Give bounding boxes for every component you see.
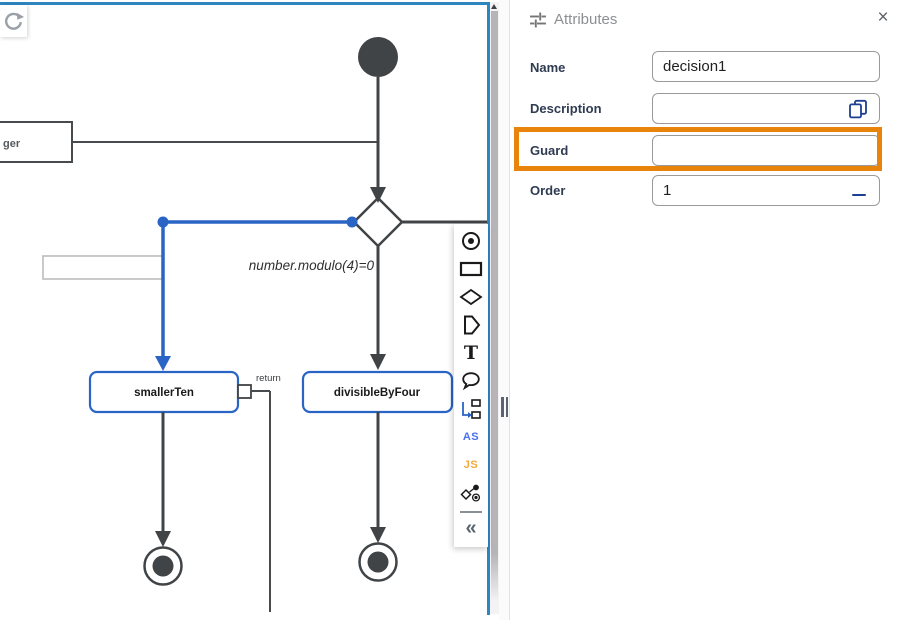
splitter-drag-handle-icon[interactable] [501,397,509,417]
arrowhead-left-end [155,531,171,547]
end-node-right[interactable] [358,542,398,582]
collapse-icon: « [465,516,477,539]
palette-end-node-tool[interactable] [454,227,488,255]
close-icon[interactable]: × [877,7,889,28]
selected-edge-arrowhead [155,356,171,371]
palette-comment-tool[interactable] [454,367,488,395]
selected-edge[interactable] [161,220,352,357]
palette-fork-copy-tool[interactable] [454,395,488,423]
comment-icon [462,372,480,391]
palette-pentagon-tool[interactable] [454,311,488,339]
palette-as-script-tool[interactable]: AS [454,423,488,451]
palette-text-tool[interactable]: T [454,339,488,367]
name-label: Name [530,60,566,75]
start-node[interactable] [358,37,398,77]
arrowhead-into-decision [370,187,386,203]
palette-collapse-button[interactable]: « [454,515,488,543]
redo-button[interactable] [0,5,27,37]
return-edge-label: return [256,373,281,384]
order-label: Order [530,183,566,198]
palette-divider [460,511,482,513]
end-node-icon [462,232,480,250]
as-script-icon: AS [462,431,480,443]
guard-input[interactable] [652,135,880,166]
rectangle-icon [459,261,483,277]
mapping-icon [460,484,481,502]
return-port[interactable] [237,384,252,399]
palette-rectangle-tool[interactable] [454,255,488,283]
order-input[interactable] [652,175,880,206]
palette-diamond-tool[interactable] [454,283,488,311]
copy-icon [849,99,867,119]
description-copy-button[interactable] [847,99,869,121]
pentagon-icon [464,315,481,335]
panel-splitter[interactable] [499,0,509,620]
selected-edge-bendpoint[interactable] [157,216,169,228]
selected-edge-endpoint[interactable] [346,216,358,228]
scrollbar-thumb[interactable] [491,11,498,601]
guard-label: Guard [530,143,569,158]
description-input[interactable] [652,93,880,124]
tune-icon [530,12,546,28]
order-decrement-button[interactable] [849,182,869,200]
diamond-icon [459,288,483,306]
diagram-canvas[interactable]: ger number.modulo(4)=0 sma [0,0,490,620]
attributes-panel: Attributes × Name Description Guard Orde… [509,0,908,620]
clipped-task-label: ger [3,138,21,150]
guard-expression-text: number.modulo(4)=0 [249,258,375,273]
scrollbar-up-arrow-icon[interactable] [491,4,497,9]
canvas-vertical-scrollbar[interactable] [490,2,499,614]
decision-node[interactable] [352,196,404,248]
arrowhead-right-end [370,527,386,543]
text-icon: T [463,341,479,364]
palette-mapping-tool[interactable] [454,479,488,507]
palette-js-script-tool[interactable]: JS [454,451,488,479]
activity-diagram: ger number.modulo(4)=0 sma [0,37,487,612]
js-script-icon: JS [463,459,479,471]
end-node-left[interactable] [143,546,183,586]
edge-label-input[interactable] [42,255,164,280]
shape-palette: T AS JS [454,224,488,547]
panel-title: Attributes [554,11,618,28]
arrowhead-into-divisiblebyfour [370,354,386,370]
task-label-smallerten: smallerTen [134,387,194,399]
name-input[interactable] [652,51,880,82]
task-label-divisiblebyfour: divisibleByFour [334,387,421,399]
description-label: Description [530,101,602,116]
fork-copy-icon [462,399,481,419]
minus-icon [852,193,866,197]
redo-icon [4,12,24,30]
